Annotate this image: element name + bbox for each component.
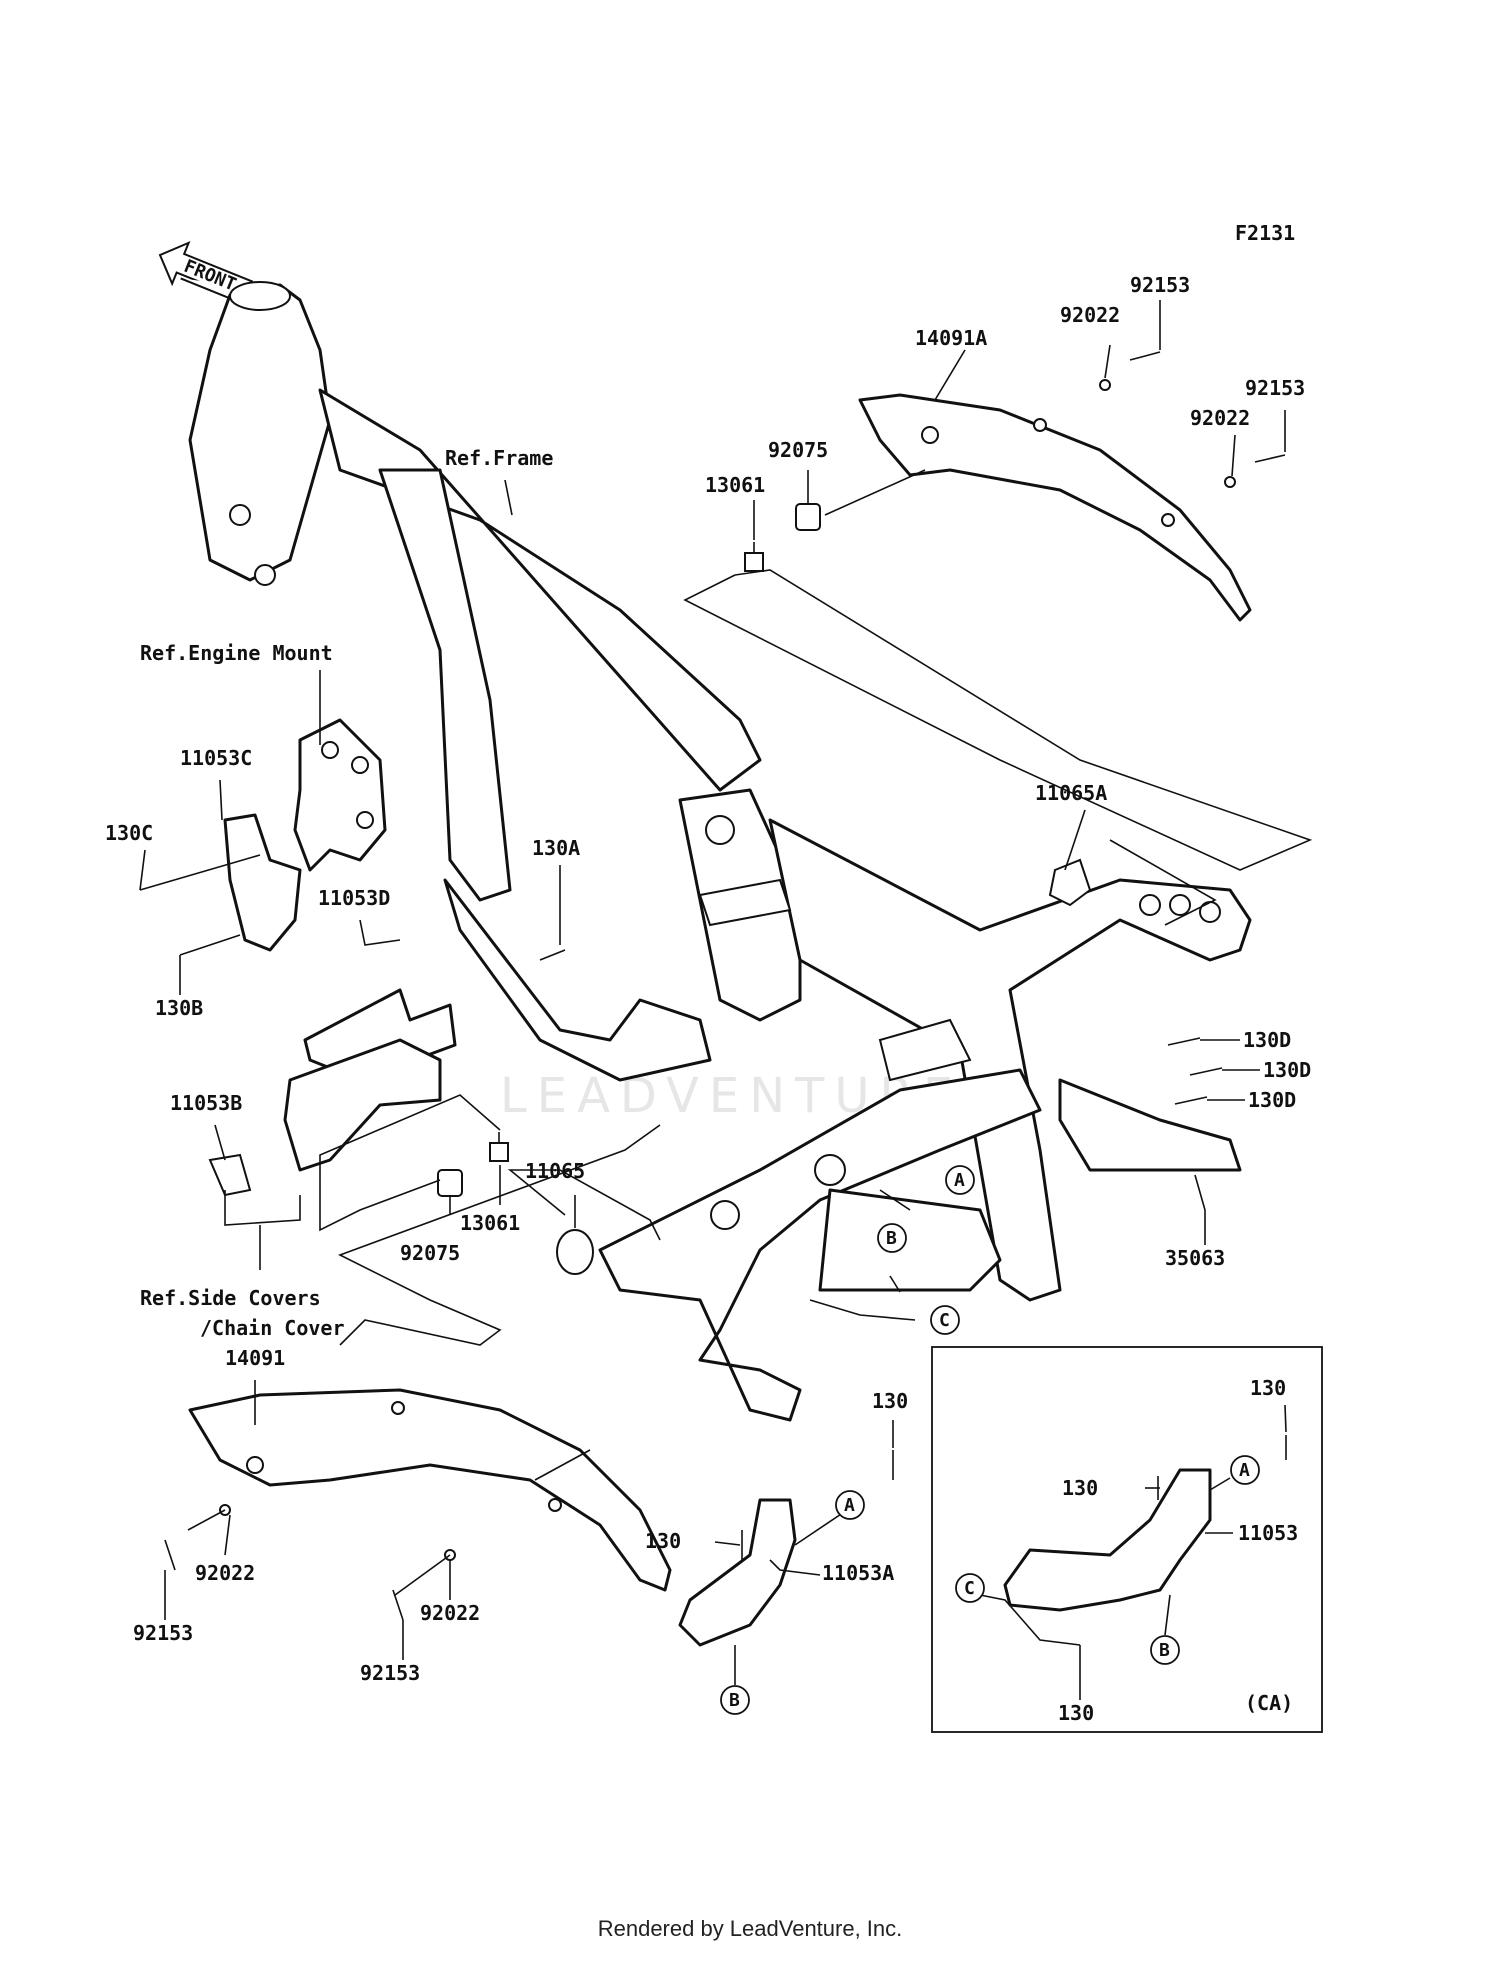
bracket-11053b (283, 1038, 442, 1172)
marker-a2: A (835, 1490, 865, 1520)
label-11053: 11053 (1238, 1521, 1298, 1545)
leader-lines (139, 300, 1313, 1700)
label-92022-c: 92022 (195, 1561, 255, 1585)
label-35063: 35063 (1165, 1246, 1225, 1270)
bolt-130a-icon (539, 949, 566, 961)
marker-b3: B (1150, 1635, 1180, 1665)
label-14091: 14091 (225, 1346, 285, 1370)
label-chain-cover: /Chain Cover (200, 1316, 345, 1340)
label-13061-b: 13061 (460, 1211, 520, 1235)
label-92022-a: 92022 (1060, 303, 1120, 327)
marker-b2: B (720, 1685, 750, 1715)
label-11065: 11065 (525, 1159, 585, 1183)
bracket-11053b-tab (208, 1153, 252, 1197)
label-92153-b: 92153 (1245, 376, 1305, 400)
label-130-a: 130 (872, 1389, 908, 1413)
marker-c1: C (930, 1305, 960, 1335)
bolt-92153-a-icon (1129, 351, 1161, 361)
label-92153-c: 92153 (133, 1621, 193, 1645)
svg-text:A: A (844, 1495, 855, 1516)
main-frame (188, 281, 1252, 1422)
bolt-130d-a-icon (1167, 1037, 1201, 1046)
label-13061-a: 13061 (705, 473, 765, 497)
label-11065a: 11065A (1035, 781, 1107, 805)
label-130a: 130A (532, 836, 580, 860)
label-92075-a: 92075 (768, 438, 828, 462)
grommet-13061-bottom-icon (489, 1132, 509, 1162)
label-130d-b: 130D (1263, 1058, 1311, 1082)
label-ca: (CA) (1245, 1691, 1293, 1715)
marker-c3: C (955, 1573, 985, 1603)
damper-92075-top-icon (795, 503, 821, 531)
engine-mount-plate (293, 718, 387, 872)
label-92153-a: 92153 (1130, 273, 1190, 297)
bolt-92153-c-icon (164, 1539, 176, 1571)
footer-credit: Rendered by LeadVenture, Inc. (597, 1916, 903, 1941)
damper-92075-bottom-icon (437, 1169, 463, 1197)
washer-92022-b-icon (1224, 476, 1236, 488)
label-92022-b: 92022 (1190, 406, 1250, 430)
washer-92022-a-icon (1099, 379, 1111, 391)
label-92022-d: 92022 (420, 1601, 480, 1625)
diagram-code: F2131 (1235, 221, 1295, 245)
grommet-13061-top-icon (744, 542, 764, 572)
bracket-11053 (1003, 1468, 1212, 1612)
label-11053c: 11053C (180, 746, 252, 770)
label-130-d: 130 (1062, 1476, 1098, 1500)
label-ref-side-covers: Ref.Side Covers (140, 1286, 321, 1310)
svg-text:B: B (886, 1228, 897, 1249)
ca-inset-box (931, 1346, 1323, 1733)
svg-text:B: B (1159, 1640, 1170, 1661)
bracket-11053c (223, 813, 302, 952)
cap-11065-icon (556, 1229, 594, 1275)
marker-a1: A (945, 1165, 975, 1195)
svg-text:A: A (954, 1170, 965, 1191)
bolt-130c-icon (139, 854, 261, 891)
marker-a3: A (1230, 1455, 1260, 1485)
cap-11065a-icon (1048, 858, 1092, 907)
bolt-130b-icon (179, 934, 241, 956)
label-92153-d: 92153 (360, 1661, 420, 1685)
svg-text:A: A (1239, 1460, 1250, 1481)
bolt-92153-d-icon (392, 1589, 404, 1621)
bolt-130d-c-icon (1174, 1096, 1208, 1105)
bracket-11053a (678, 1498, 797, 1647)
label-92075-b: 92075 (400, 1241, 460, 1265)
label-130-b: 130 (645, 1529, 681, 1553)
label-11053a: 11053A (822, 1561, 894, 1585)
marker-b1: B (877, 1223, 907, 1253)
label-130b: 130B (155, 996, 203, 1020)
bolt-130d-b-icon (1189, 1067, 1223, 1076)
label-14091a: 14091A (915, 326, 987, 350)
label-130c: 130C (105, 821, 153, 845)
label-11053d: 11053D (318, 886, 390, 910)
label-ref-engine-mount: Ref.Engine Mount (140, 641, 333, 665)
label-130-e: 130 (1058, 1701, 1094, 1725)
label-130-c: 130 (1250, 1376, 1286, 1400)
svg-text:C: C (939, 1310, 950, 1331)
label-130d-c: 130D (1248, 1088, 1296, 1112)
svg-text:B: B (729, 1690, 740, 1711)
svg-text:C: C (964, 1578, 975, 1599)
label-11053b: 11053B (170, 1091, 242, 1115)
label-ref-frame: Ref.Frame (445, 446, 553, 470)
bolt-92153-b-icon (1254, 454, 1286, 463)
label-130d-a: 130D (1243, 1028, 1291, 1052)
rear-fender-14091 (188, 1388, 672, 1592)
